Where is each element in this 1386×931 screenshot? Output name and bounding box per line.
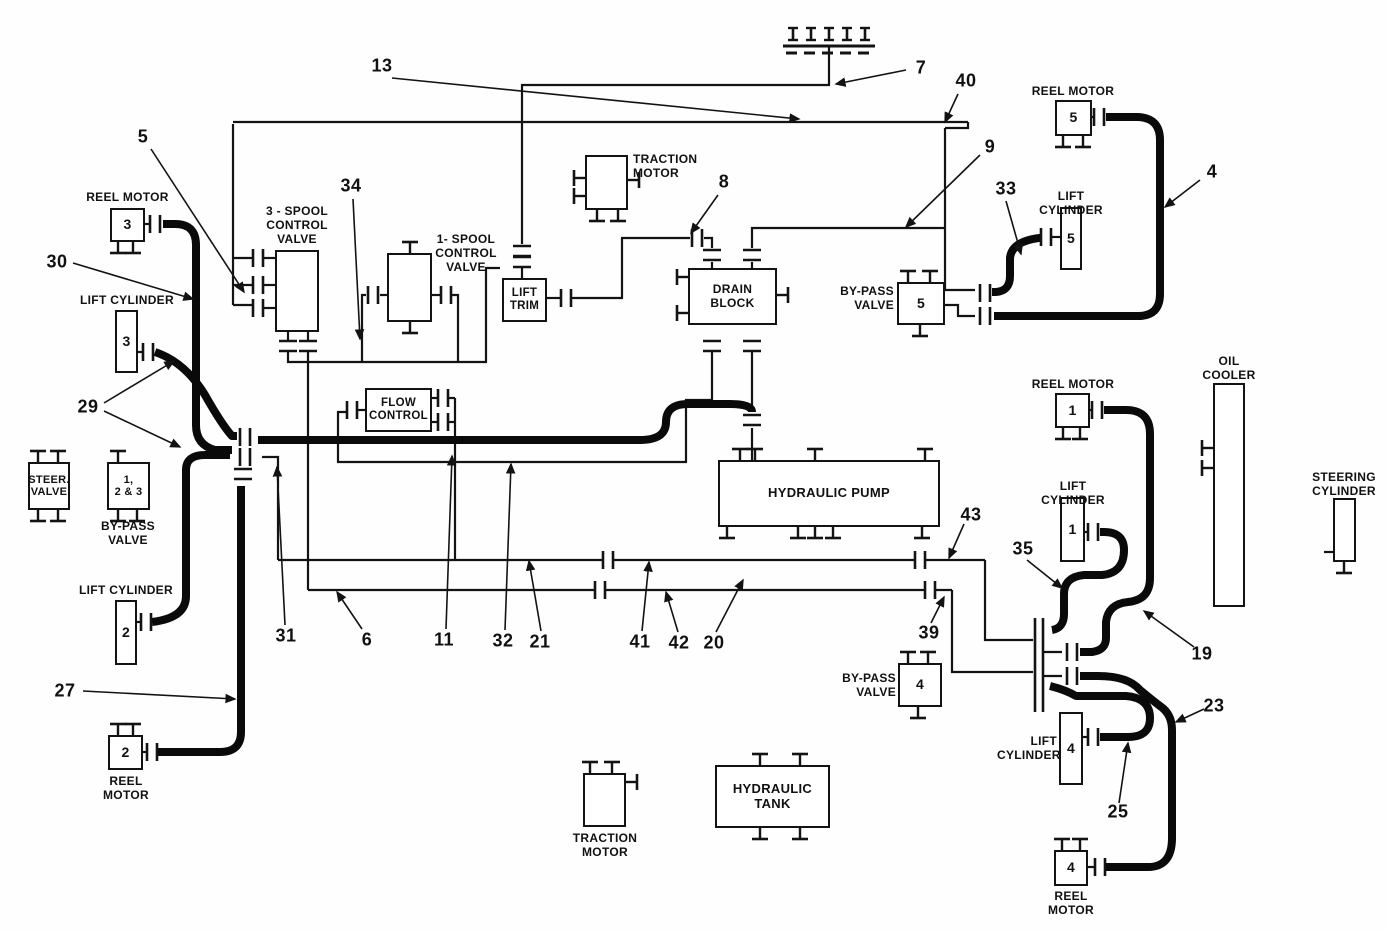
callout-32: 32 [492, 630, 514, 651]
traction-motor-top [585, 155, 628, 210]
callout-4: 4 [1206, 161, 1218, 182]
component-number: 1, 2 & 3 [114, 473, 143, 498]
callout-20: 20 [703, 632, 725, 653]
lift-cylinder-3-label: LIFT CYLINDER [80, 293, 174, 307]
reel-motor-1-label: REEL MOTOR [1031, 377, 1115, 391]
reel-motor-3-label: REEL MOTOR [86, 190, 169, 204]
component-number: 1 [1068, 520, 1077, 537]
component-number: 5 [1069, 109, 1078, 126]
reel-motor-4-label: REEL MOTOR [1048, 889, 1094, 918]
lift-cylinder-5-label: LIFT CYLINDER [1039, 189, 1103, 218]
callout-19: 19 [1191, 643, 1213, 664]
spool1-valve-label: 1- SPOOL CONTROL VALVE [435, 232, 497, 275]
lift-cylinder-1-label: LIFT CYLINDER [1041, 479, 1105, 508]
reel-motor-4: 4 [1054, 850, 1088, 886]
steering-cylinder [1333, 498, 1356, 562]
callout-5: 5 [137, 126, 149, 147]
callout-21: 21 [529, 631, 551, 652]
callout-39: 39 [918, 622, 940, 643]
callout-29: 29 [77, 396, 99, 417]
component-number: 3 [123, 216, 132, 233]
bypass-valve-5: 5 [897, 282, 945, 325]
lift-cylinder-5: 5 [1060, 207, 1082, 270]
callout-9: 9 [984, 136, 996, 157]
bypass-valve-4: 4 [898, 663, 942, 707]
callout-43: 43 [960, 504, 982, 525]
reel-motor-3: 3 [110, 208, 145, 242]
callout-35: 35 [1012, 538, 1034, 559]
bypass-valve-4-label: BY-PASS VALVE [842, 671, 896, 700]
component-number: 4 [1066, 739, 1076, 756]
lift-cylinder-3: 3 [115, 310, 138, 373]
bypass-valve-123-label: BY-PASS VALVE [101, 519, 155, 548]
lift-trim: LIFT TRIM [502, 278, 547, 322]
reel-motor-2: 2 [108, 735, 143, 770]
component-number: 2 [121, 623, 131, 640]
drain-block: DRAIN BLOCK [688, 268, 777, 325]
component-number: 1 [1068, 401, 1077, 418]
lift-cylinder-4: 4 [1059, 712, 1083, 785]
component-number: 5 [1066, 229, 1076, 246]
flow-control: FLOW CONTROL [365, 388, 432, 432]
reel-motor-2-label: REEL MOTOR [103, 774, 149, 803]
steering-cylinder-label: STEERING CYLINDER [1312, 470, 1376, 499]
lift-cylinder-4-label: LIFT CYLINDER [997, 734, 1061, 763]
lift-cylinder-2: 2 [115, 600, 137, 665]
traction-motor-bottom [583, 773, 626, 827]
callout-6: 6 [361, 629, 373, 650]
spool3-valve-label: 3 - SPOOL CONTROL VALVE [265, 204, 329, 247]
component-number: 3 [122, 332, 131, 349]
reel-motor-1: 1 [1055, 393, 1090, 428]
bypass-valve-5-label: BY-PASS VALVE [840, 284, 894, 313]
callout-8: 8 [718, 171, 730, 192]
bypass-valve-123: 1, 2 & 3 [107, 462, 150, 510]
component-number: 5 [916, 294, 926, 311]
traction-motor-top-label: TRACTION MOTOR [633, 152, 698, 181]
lift-cylinder-2-label: LIFT CYLINDER [79, 583, 173, 597]
hydraulic-pump: HYDRAULIC PUMP [718, 460, 940, 527]
callout-40: 40 [955, 70, 977, 91]
oil-cooler-label: OIL COOLER [1202, 354, 1256, 383]
callout-23: 23 [1203, 695, 1225, 716]
hydraulic-tank: HYDRAULIC TANK [715, 765, 830, 828]
reel-motor-5-label: REEL MOTOR [1031, 84, 1115, 98]
component-number: 2 [121, 743, 130, 760]
callout-27: 27 [54, 680, 76, 701]
reel-motor-5: 5 [1055, 100, 1092, 136]
spool3-valve [275, 250, 319, 332]
spool1-valve [387, 253, 432, 322]
lift-cylinder-1: 1 [1060, 497, 1085, 562]
callout-34: 34 [340, 175, 362, 196]
callout-25: 25 [1107, 801, 1129, 822]
component-number: 4 [1066, 859, 1076, 876]
callout-11: 11 [433, 629, 455, 650]
traction-motor-bottom-label: TRACTION MOTOR [572, 831, 638, 860]
callout-33: 33 [995, 178, 1017, 199]
callout-42: 42 [668, 632, 690, 653]
callout-13: 13 [371, 55, 393, 76]
steer-valve: STEER. VALVE [28, 462, 70, 510]
component-number: 4 [915, 676, 925, 693]
callout-7: 7 [915, 57, 927, 78]
callout-30: 30 [46, 251, 68, 272]
callout-41: 41 [629, 631, 651, 652]
callout-31: 31 [275, 625, 297, 646]
oil-cooler [1213, 383, 1245, 607]
